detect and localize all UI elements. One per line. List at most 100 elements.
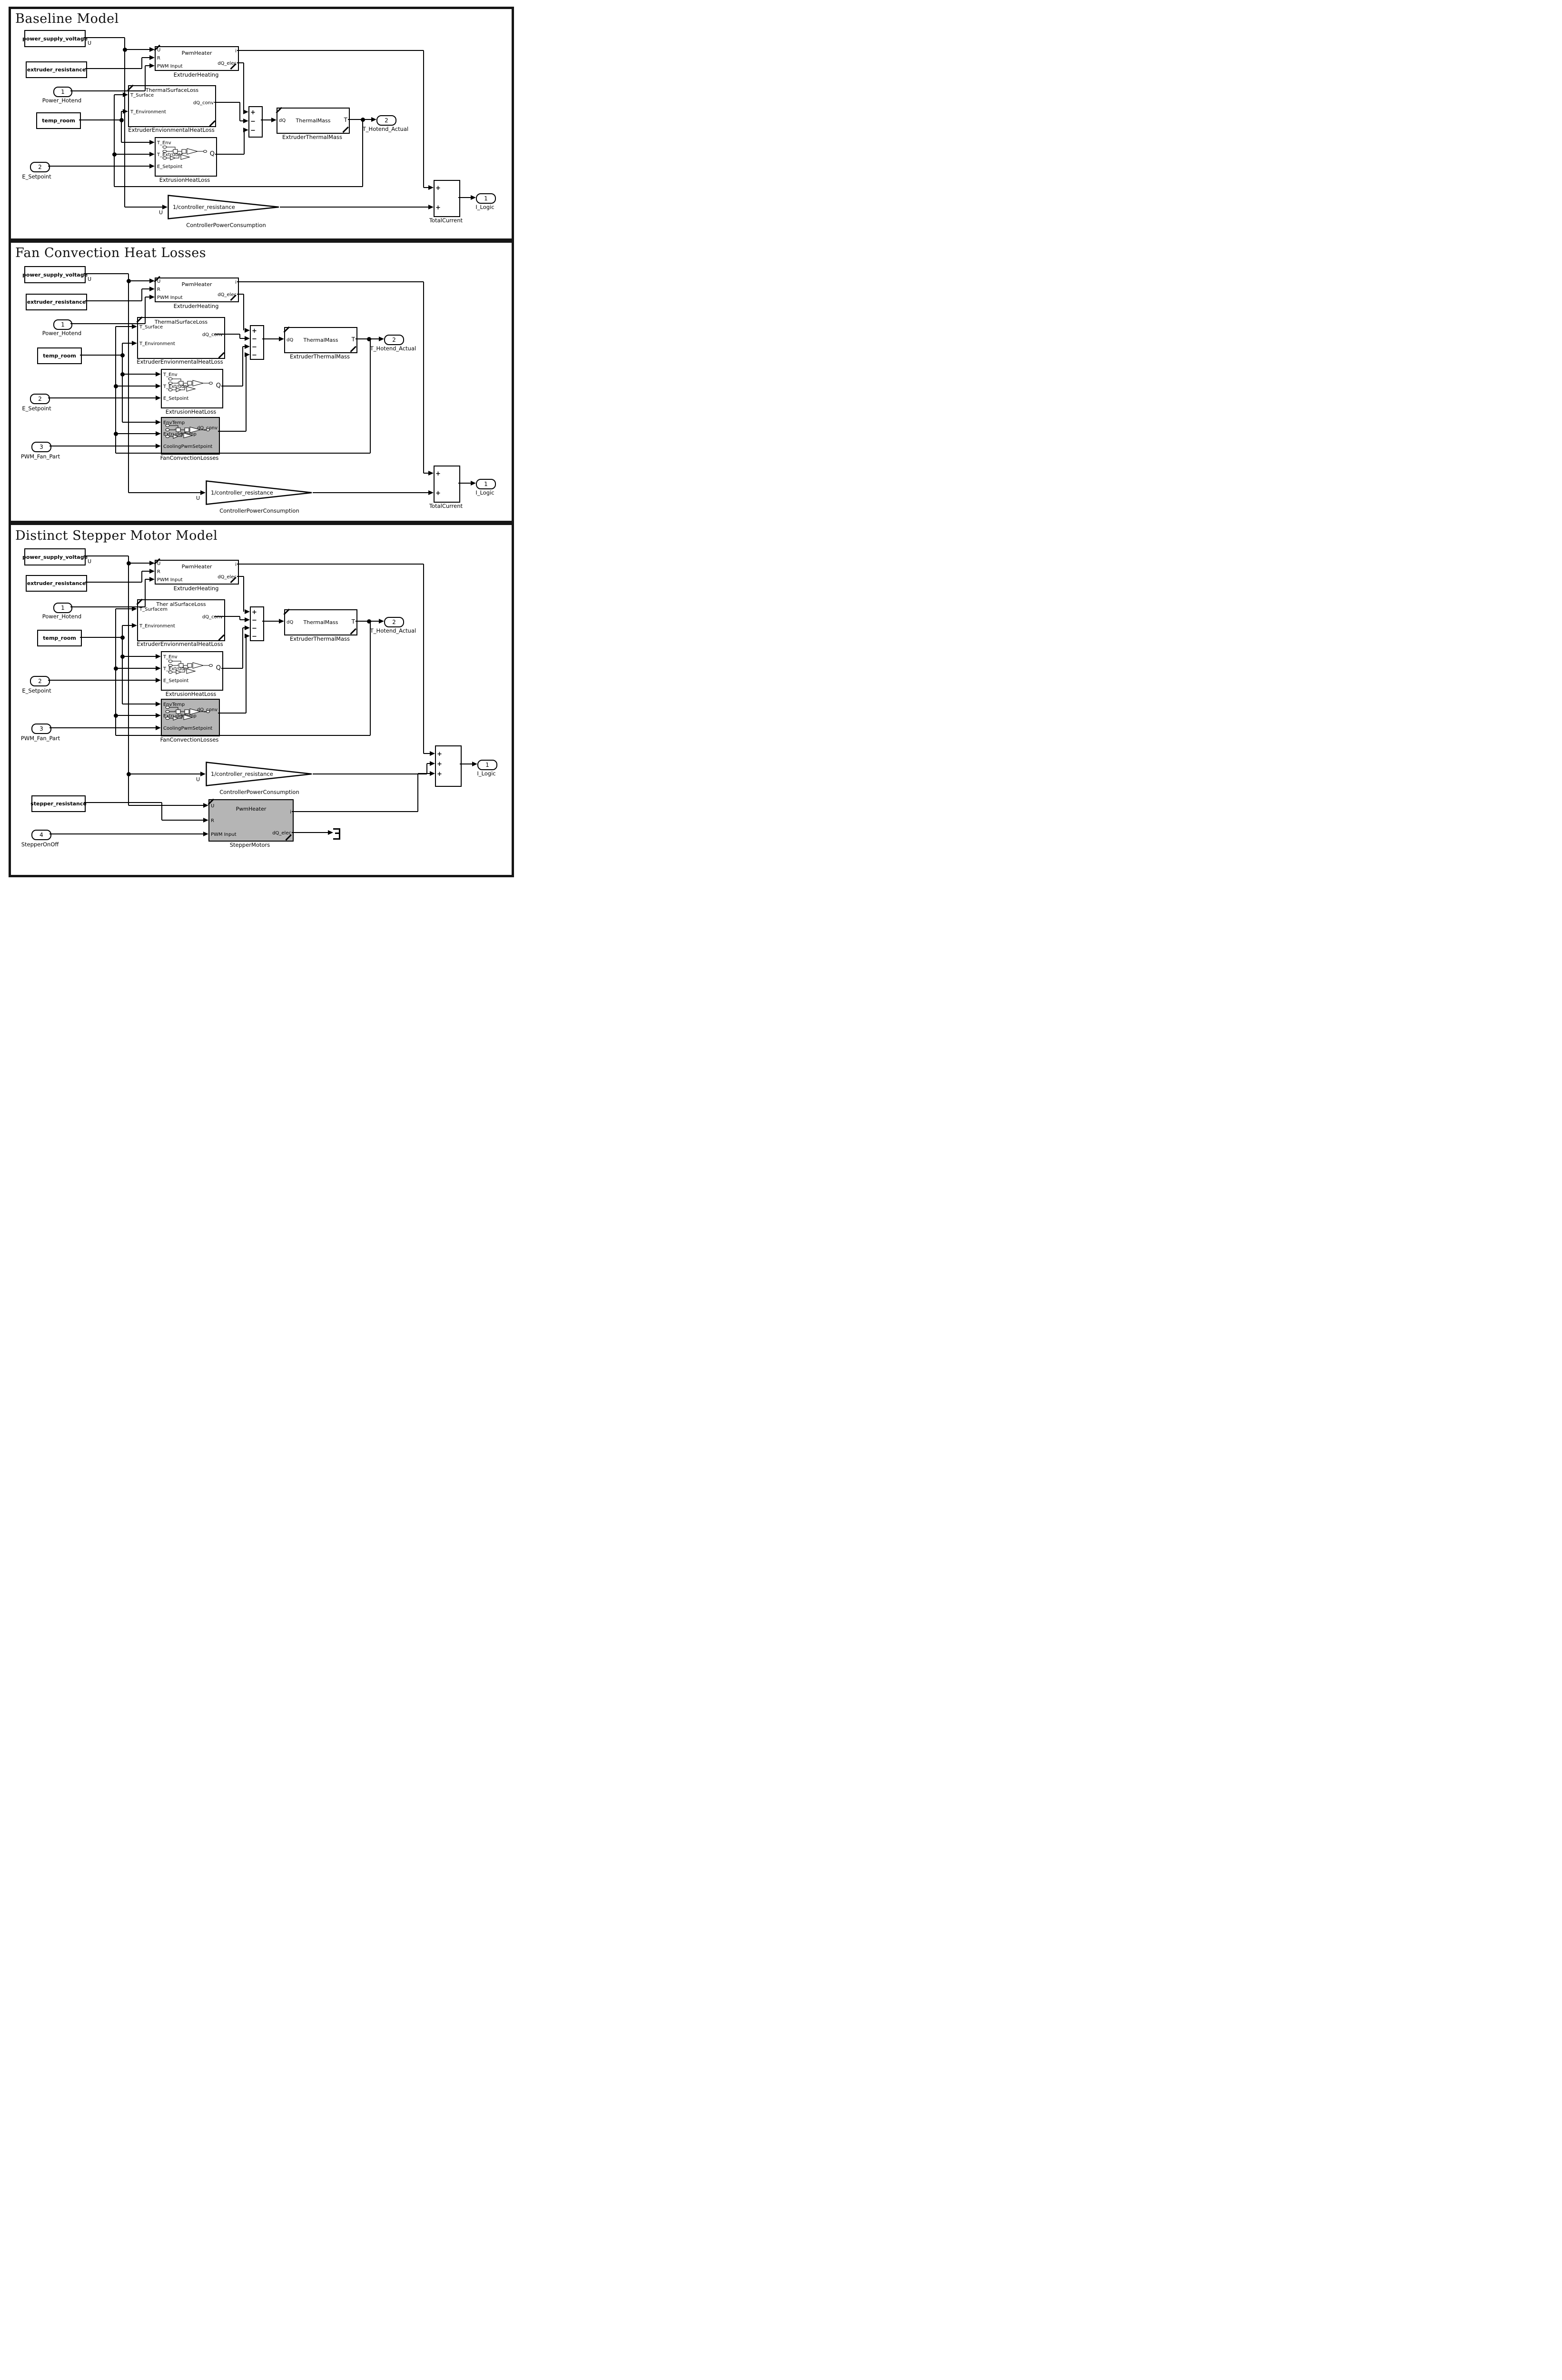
wire[interactable] <box>292 832 328 833</box>
wire[interactable] <box>370 339 371 453</box>
gain-controller-power-consumption[interactable] <box>206 762 313 786</box>
wire[interactable] <box>79 119 121 120</box>
constant-temp-room[interactable]: temp_room <box>36 112 81 129</box>
wire[interactable] <box>424 187 428 188</box>
wire[interactable] <box>142 57 149 58</box>
wire[interactable] <box>246 636 247 713</box>
wire[interactable] <box>142 571 149 572</box>
wire[interactable] <box>129 280 149 281</box>
wire[interactable] <box>121 111 123 112</box>
wire[interactable] <box>114 154 149 155</box>
subsystem-extruder-environmental-heat-loss[interactable]: ThermalSurfaceLoss T_Surface T_Environme… <box>128 85 216 127</box>
wire[interactable] <box>424 473 428 474</box>
wire[interactable] <box>239 334 240 338</box>
wire[interactable] <box>243 294 244 330</box>
constant-extruder-resistance[interactable]: extruder_resistance <box>26 61 87 78</box>
wire[interactable] <box>423 50 424 188</box>
outport-i-logic[interactable]: 1 <box>477 760 497 770</box>
wire[interactable] <box>145 297 146 324</box>
wire[interactable] <box>116 608 132 609</box>
wire[interactable] <box>116 735 370 736</box>
constant-temp-room[interactable]: temp_room <box>37 630 82 646</box>
wire[interactable] <box>128 556 129 563</box>
wire[interactable] <box>214 102 240 103</box>
wire[interactable] <box>292 811 418 812</box>
wire[interactable] <box>261 119 271 120</box>
wire[interactable] <box>122 374 156 375</box>
constant-temp-room[interactable]: temp_room <box>37 347 82 364</box>
outport-t-hotend-actual[interactable]: 2 <box>384 335 404 345</box>
wire[interactable] <box>145 65 149 66</box>
wire[interactable] <box>116 433 156 434</box>
subsystem-extruder-thermal-mass[interactable]: ThermalMass dQ T <box>284 609 357 635</box>
wire[interactable] <box>84 37 125 38</box>
wire[interactable] <box>370 621 371 735</box>
wire[interactable] <box>49 727 156 728</box>
sum-total-current[interactable]: + + <box>434 180 460 217</box>
wire[interactable] <box>424 753 430 754</box>
wire[interactable] <box>128 274 129 281</box>
wire[interactable] <box>85 582 142 583</box>
wire[interactable] <box>70 323 145 324</box>
inport-stepper-on-off[interactable]: 4 <box>31 830 51 840</box>
wire[interactable] <box>240 619 245 620</box>
sum-block[interactable]: + − − <box>248 106 263 138</box>
wire[interactable] <box>240 338 245 339</box>
wire[interactable] <box>114 94 123 95</box>
wire[interactable] <box>458 483 471 484</box>
wire[interactable] <box>121 111 122 142</box>
wire[interactable] <box>48 166 149 167</box>
subsystem-stepper-motors[interactable]: PwmHeater U R PWM Input i dQ_elec <box>208 799 294 842</box>
constant-extruder-resistance[interactable]: extruder_resistance <box>26 575 87 592</box>
wire[interactable] <box>243 346 245 347</box>
wire[interactable] <box>237 564 424 565</box>
wire[interactable] <box>240 120 243 121</box>
subsystem-extruder-environmental-heat-loss[interactable]: Ther alSurfaceLoss T_Surfacem T_Environm… <box>137 599 225 641</box>
wire[interactable] <box>423 282 424 473</box>
wire[interactable] <box>48 397 156 398</box>
wire[interactable] <box>243 576 244 612</box>
wire[interactable] <box>262 621 279 622</box>
wire[interactable] <box>70 606 145 607</box>
wire[interactable] <box>124 50 125 207</box>
terminator-icon[interactable] <box>333 828 340 840</box>
wire[interactable] <box>237 281 424 282</box>
wire[interactable] <box>122 656 156 657</box>
subsystem-extruder-heating[interactable]: PwmHeater U R PWM Input i dQ_elec <box>155 46 239 71</box>
inport-power-hotend[interactable]: 1 <box>53 603 72 613</box>
inport-pwm-fan-part[interactable]: 3 <box>31 442 51 452</box>
wire[interactable] <box>145 579 149 580</box>
wire[interactable] <box>246 355 247 431</box>
wire[interactable] <box>116 453 370 454</box>
wire[interactable] <box>262 338 279 339</box>
wire[interactable] <box>145 66 146 91</box>
wire[interactable] <box>128 563 129 805</box>
wire[interactable] <box>85 68 142 69</box>
wire[interactable] <box>129 492 200 493</box>
wire[interactable] <box>237 294 244 295</box>
outport-t-hotend-actual[interactable]: 2 <box>384 617 404 627</box>
wire[interactable] <box>122 625 123 704</box>
subsystem-extruder-heating[interactable]: PwmHeater U R PWM Input i dQ_elec <box>155 278 239 302</box>
wire[interactable] <box>423 564 424 754</box>
constant-stepper-resistance[interactable]: stepper_resistance <box>30 795 87 812</box>
wire[interactable] <box>48 680 156 681</box>
wire[interactable] <box>243 63 244 112</box>
subsystem-fan-convection-losses[interactable]: EnvTemp ExtruderTemp CoolingPwmSetpoint … <box>161 417 220 455</box>
sum-block[interactable]: + − − − <box>250 606 264 641</box>
wire[interactable] <box>70 90 145 91</box>
wire[interactable] <box>417 774 418 812</box>
wire[interactable] <box>142 288 149 289</box>
wire[interactable] <box>162 820 203 821</box>
wire[interactable] <box>129 563 149 564</box>
wire[interactable] <box>362 119 363 187</box>
wire[interactable] <box>313 492 428 493</box>
wire[interactable] <box>121 142 149 143</box>
wire[interactable] <box>114 186 363 187</box>
wire[interactable] <box>426 764 427 774</box>
wire[interactable] <box>122 422 156 423</box>
wire[interactable] <box>418 773 430 774</box>
wire[interactable] <box>116 668 156 669</box>
wire[interactable] <box>214 616 240 617</box>
wire[interactable] <box>116 326 132 327</box>
